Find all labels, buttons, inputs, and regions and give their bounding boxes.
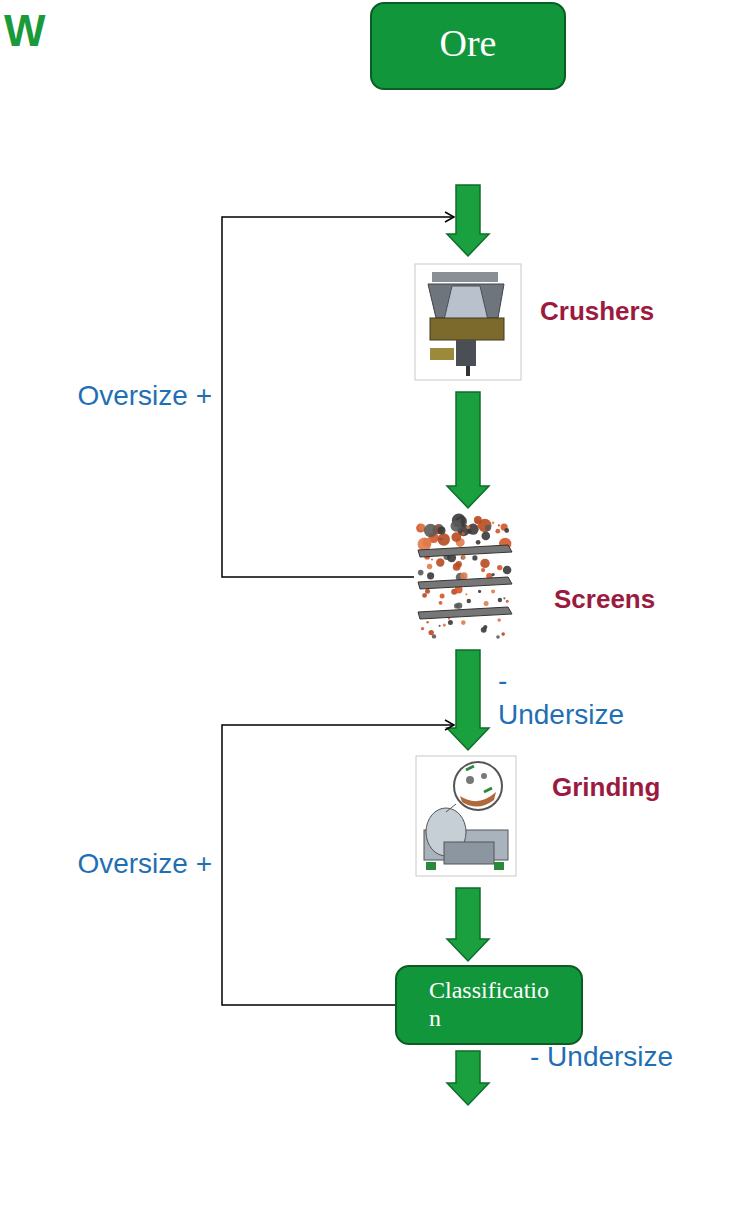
equipment-label: Crushers <box>540 296 654 327</box>
box-label: Classificatio n <box>421 967 557 1040</box>
process-box: Classificatio n <box>395 965 583 1045</box>
box-label: Ore <box>426 4 511 80</box>
equipment-node: Grinding <box>410 754 710 878</box>
crusher-illustration <box>415 264 521 380</box>
flow-connector <box>447 650 489 750</box>
equipment-node: Crushers <box>410 262 710 382</box>
equipment-node: Screens <box>410 512 710 640</box>
grinding-mill-illustration <box>416 756 516 876</box>
process-box: Ore <box>370 2 566 90</box>
equipment-label: Grinding <box>552 772 660 803</box>
flow-connector <box>222 725 454 1005</box>
flow-connector <box>447 392 489 508</box>
screen-illustration <box>416 514 512 639</box>
edge-label: - Undersize <box>498 664 638 731</box>
flow-label: - Undersize <box>530 1041 673 1073</box>
diagram-title: W <box>4 6 46 56</box>
flow-connector <box>447 185 489 256</box>
edge-label: Oversize + <box>77 847 212 881</box>
equipment-label: Screens <box>554 584 655 615</box>
flow-connector <box>447 888 489 961</box>
flow-connector <box>222 217 454 577</box>
edge-label: Oversize + <box>77 379 212 413</box>
output-arrow <box>447 1051 489 1105</box>
